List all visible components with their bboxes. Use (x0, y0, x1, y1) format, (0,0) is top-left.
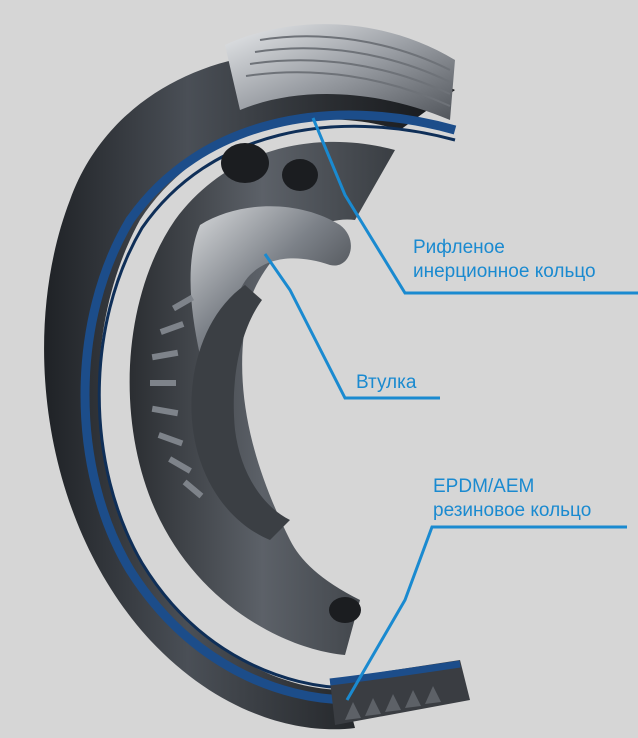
label-rubber-ring: EPDM/AEM резиновое кольцо (433, 475, 591, 523)
label-inertia-ring: Рифленое инерционное кольцо (413, 236, 596, 284)
hub-hole-3 (329, 597, 361, 623)
label-inertia-ring-line2: инерционное кольцо (413, 260, 596, 284)
label-inertia-ring-line1: Рифленое (413, 236, 596, 260)
label-hub: Втулка (356, 371, 416, 395)
label-hub-text: Втулка (356, 371, 416, 395)
hub-hole-2 (282, 159, 318, 191)
label-rubber-ring-line1: EPDM/AEM (433, 475, 591, 499)
hub-hole-1 (221, 143, 269, 183)
label-rubber-ring-line2: резиновое кольцо (433, 499, 591, 523)
